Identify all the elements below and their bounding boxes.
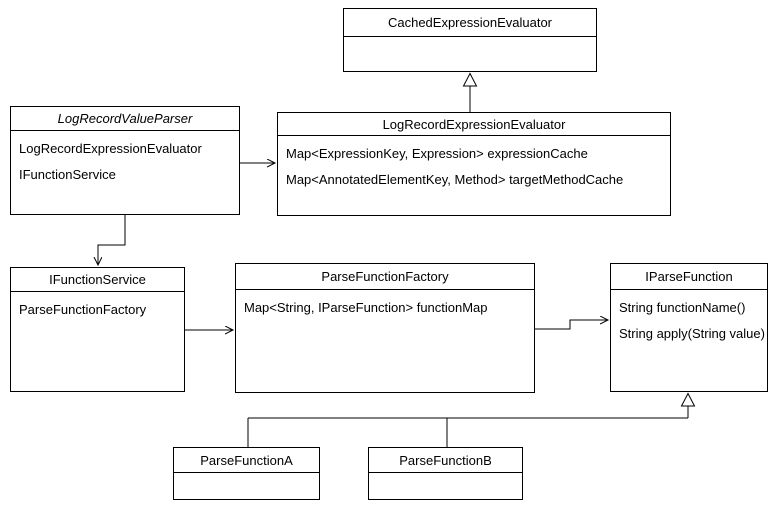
class-members: ParseFunctionFactory <box>11 292 184 391</box>
class-members: Map<String, IParseFunction> functionMap <box>236 290 534 392</box>
class-parse-function-a: ParseFunctionA <box>173 447 320 500</box>
class-log-record-value-parser: LogRecordValueParser LogRecordExpression… <box>10 106 240 215</box>
class-parse-function-b: ParseFunctionB <box>368 447 523 500</box>
class-member: ParseFunctionFactory <box>19 302 147 317</box>
class-log-record-expression-evaluator: LogRecordExpressionEvaluator Map<Express… <box>277 112 671 216</box>
association-parsefunctionfactory-to-iparsefunction <box>535 320 608 330</box>
class-members: String functionName() String apply(Strin… <box>611 290 767 391</box>
class-parse-function-factory: ParseFunctionFactory Map<String, IParseF… <box>235 263 535 393</box>
class-members: LogRecordExpressionEvaluator IFunctionSe… <box>11 131 239 214</box>
class-members: Map<ExpressionKey, Expression> expressio… <box>278 136 670 215</box>
class-title: LogRecordValueParser <box>11 107 239 131</box>
class-title: ParseFunctionA <box>174 448 319 473</box>
class-title: LogRecordExpressionEvaluator <box>278 113 670 136</box>
generalization-logrecordexpressionevaluator-to-cachedexpressionevaluator <box>462 72 478 112</box>
class-member: String apply(String value) <box>619 326 765 341</box>
class-members <box>344 37 596 71</box>
class-ifunction-service: IFunctionService ParseFunctionFactory <box>10 267 185 392</box>
class-member: Map<ExpressionKey, Expression> expressio… <box>286 146 588 161</box>
association-logrecordvalueparser-to-ifunctionservice <box>98 215 126 265</box>
class-title: ParseFunctionFactory <box>236 264 534 290</box>
class-member: String functionName() <box>619 300 746 315</box>
class-member: Map<String, IParseFunction> functionMap <box>244 300 488 315</box>
generalization-parsefunctions-to-iparsefunction <box>247 392 696 447</box>
class-title: IFunctionService <box>11 268 184 292</box>
class-member: LogRecordExpressionEvaluator <box>19 141 202 156</box>
class-members <box>369 473 522 499</box>
class-members <box>174 473 319 499</box>
class-member: Map<AnnotatedElementKey, Method> targetM… <box>286 172 624 187</box>
class-title: CachedExpressionEvaluator <box>344 9 596 37</box>
class-member: IFunctionService <box>19 167 116 182</box>
class-cached-expression-evaluator: CachedExpressionEvaluator <box>343 8 597 72</box>
class-title: IParseFunction <box>611 264 767 290</box>
class-iparse-function: IParseFunction String functionName() Str… <box>610 263 768 392</box>
class-title: ParseFunctionB <box>369 448 522 473</box>
